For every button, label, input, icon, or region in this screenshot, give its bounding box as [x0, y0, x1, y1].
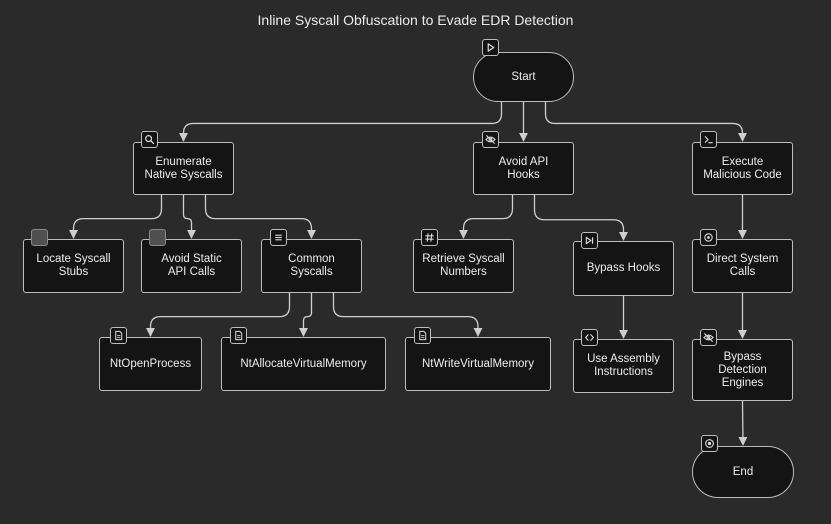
edge-enumerate-to-avoid_static	[182, 195, 197, 239]
node-ntwritevirtualmemory: NtWriteVirtualMemory	[405, 337, 551, 391]
node-retrieve-syscall-numbers: Retrieve Syscall Numbers	[413, 239, 514, 293]
diagram-title: Inline Syscall Obfuscation to Evade EDR …	[257, 12, 574, 28]
node-locate-syscall-stubs: Locate Syscall Stubs	[23, 239, 124, 293]
terminal-icon	[700, 131, 717, 148]
node-ntopenprocess: NtOpenProcess	[99, 337, 202, 391]
file-icon	[414, 327, 431, 344]
code-icon	[581, 329, 598, 346]
node-enumerate-native-syscalls: Enumerate Native Syscalls	[133, 142, 234, 195]
edge-enumerate-to-locate_stubs	[68, 195, 163, 239]
file-icon	[230, 327, 247, 344]
search-icon	[141, 131, 158, 148]
node-ntallocatevirtualmemory: NtAllocateVirtualMemory	[221, 337, 386, 391]
node-direct-system-calls: Direct System Calls	[692, 239, 793, 293]
edge-common_syscalls-to-ntopenprocess	[145, 293, 291, 337]
edge-common_syscalls-to-ntwrite	[332, 293, 483, 337]
eye-off-icon	[482, 131, 499, 148]
edge-start-to-enumerate	[178, 102, 503, 142]
edge-common_syscalls-to-ntallocate	[298, 293, 313, 337]
node-end: End	[692, 446, 794, 498]
node-bypass-hooks: Bypass Hooks	[573, 241, 674, 296]
stop-circle-icon	[701, 435, 718, 452]
file-icon	[110, 327, 127, 344]
play-icon	[482, 39, 499, 56]
edge-start-to-execute	[544, 102, 748, 142]
node-avoid-static-api-calls: Avoid Static API Calls	[141, 239, 242, 293]
target-icon	[700, 229, 717, 246]
node-start: Start	[473, 52, 574, 102]
edge-bypass_engines-to-end	[738, 400, 748, 446]
blank-square-icon	[31, 229, 48, 246]
blank-square-icon	[149, 229, 166, 246]
node-execute-malicious-code: Execute Malicious Code	[692, 142, 793, 195]
edge-avoid_api_hooks-to-retrieve_numbers	[458, 195, 514, 239]
node-use-assembly-instructions: Use Assembly Instructions	[573, 339, 674, 393]
eye-off-icon	[700, 329, 717, 346]
edge-enumerate-to-common_syscalls	[204, 195, 317, 239]
node-bypass-detection-engines: Bypass Detection Engines	[692, 339, 793, 401]
node-avoid-api-hooks: Avoid API Hooks	[473, 142, 574, 195]
node-common-syscalls: Common Syscalls	[261, 239, 362, 293]
skip-forward-icon	[581, 232, 598, 249]
edge-avoid_api_hooks-to-bypass_hooks	[533, 195, 629, 241]
hash-icon	[421, 229, 438, 246]
list-icon	[270, 229, 287, 246]
